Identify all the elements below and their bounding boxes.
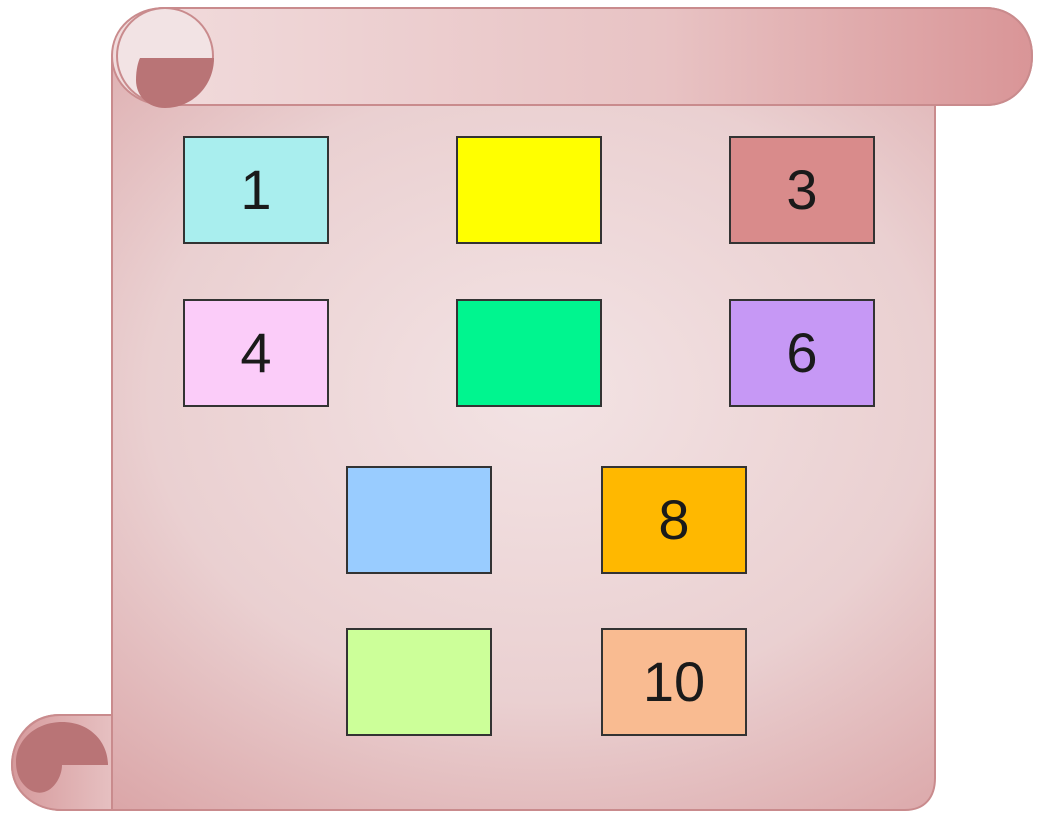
number-box-4: 4 (183, 299, 329, 407)
number-box-3: 3 (729, 136, 875, 244)
number-box-6: 6 (729, 299, 875, 407)
box-label-10: 10 (643, 654, 705, 710)
scroll-top-roll (112, 8, 1032, 105)
box-label-1: 1 (240, 162, 271, 218)
box-label-4: 4 (240, 325, 271, 381)
box-label-6: 6 (786, 325, 817, 381)
number-box-2 (456, 136, 602, 244)
number-box-9 (346, 628, 492, 736)
scroll-paper (12, 8, 1032, 810)
number-box-5 (456, 299, 602, 407)
box-label-3: 3 (786, 162, 817, 218)
box-label-8: 8 (658, 492, 689, 548)
number-box-10: 10 (601, 628, 747, 736)
number-box-8: 8 (601, 466, 747, 574)
number-box-1: 1 (183, 136, 329, 244)
number-box-7 (346, 466, 492, 574)
